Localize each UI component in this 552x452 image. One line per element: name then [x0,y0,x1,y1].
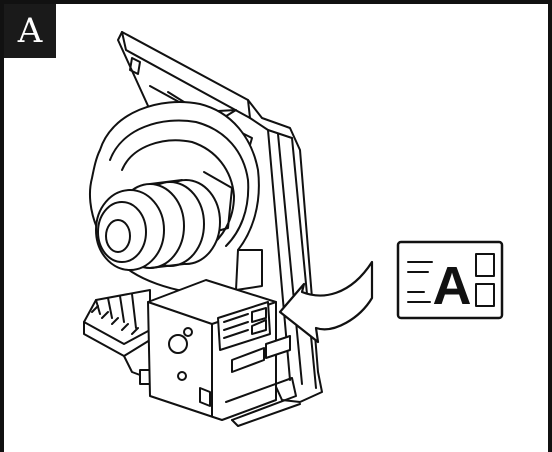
control-box [147,279,301,427]
label-callout-letter: A [433,256,472,316]
panel-tag: A [4,4,56,58]
mounting-tray [83,289,151,385]
callout-arrow [278,260,374,344]
fan-motor [95,179,221,271]
label-callout [396,240,504,320]
